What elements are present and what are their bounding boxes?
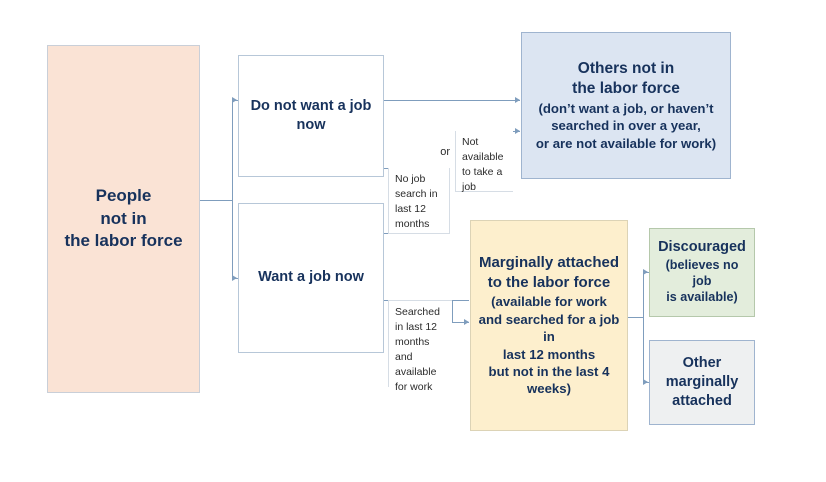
- box-others-title: Others not in the labor force: [572, 59, 680, 97]
- connector-marginal-stem: [628, 317, 644, 318]
- note-searched-last-12-months: Searched in last 12 months and available…: [388, 300, 452, 393]
- box-other-marginally-attached-title: Other marginally attached: [665, 355, 739, 409]
- box-discouraged-subtitle: (believes no job is available): [665, 258, 739, 305]
- arrowhead-to-wantjob: [232, 274, 237, 281]
- arrowhead-to-discouraged: [643, 268, 648, 275]
- connector-people-vertical: [232, 100, 233, 279]
- connector-donotwant-to-others: [384, 100, 520, 101]
- connector-searched-vertical: [452, 300, 453, 322]
- arrowhead-donotwant-to-others: [515, 96, 520, 103]
- box-people-title: People not in the labor force: [64, 185, 183, 251]
- connector-searched-to-marginal: [452, 300, 469, 301]
- note-or: or: [440, 146, 450, 158]
- arrowhead-to-othermarginal: [643, 378, 648, 385]
- box-other-marginally-attached[interactable]: Other marginally attached: [649, 340, 755, 425]
- box-marginally-attached[interactable]: Marginally attached to the labor force (…: [470, 220, 628, 431]
- box-do-not-want-title: Do not want a job now: [250, 97, 372, 133]
- box-others-subtitle: (don’t want a job, or haven’t searched i…: [535, 101, 717, 151]
- box-discouraged-title: Discouraged: [658, 239, 746, 256]
- connector-wantjob-lower: [384, 300, 389, 301]
- box-marginally-attached-subtitle: (available for work and searched for a j…: [478, 294, 620, 397]
- box-marginally-attached-title: Marginally attached to the labor force: [478, 254, 620, 291]
- box-want-job-title: Want a job now: [258, 269, 364, 286]
- connector-donotwant-bottom: [384, 168, 389, 169]
- box-want-a-job-now[interactable]: Want a job now: [238, 203, 384, 353]
- box-people-not-in-labor-force[interactable]: People not in the labor force: [47, 45, 200, 393]
- note-not-available: Not available to take a job: [455, 131, 513, 193]
- arrowhead-notavail-to-others: [515, 127, 520, 134]
- connector-wantjob-upper: [384, 233, 389, 234]
- connector-people-stem: [200, 200, 233, 201]
- connector-searched-to-marginal-2: [452, 322, 469, 323]
- box-others-not-in-labor-force[interactable]: Others not in the labor force (don’t wan…: [521, 32, 731, 179]
- note-no-job-search: No job search in last 12 months: [388, 168, 450, 234]
- box-discouraged[interactable]: Discouraged (believes no job is availabl…: [649, 228, 755, 317]
- arrowhead-to-donotwant: [232, 96, 237, 103]
- box-do-not-want-a-job-now[interactable]: Do not want a job now: [238, 55, 384, 177]
- connector-marginal-vertical: [643, 272, 644, 382]
- arrowhead-to-marginal: [464, 318, 469, 325]
